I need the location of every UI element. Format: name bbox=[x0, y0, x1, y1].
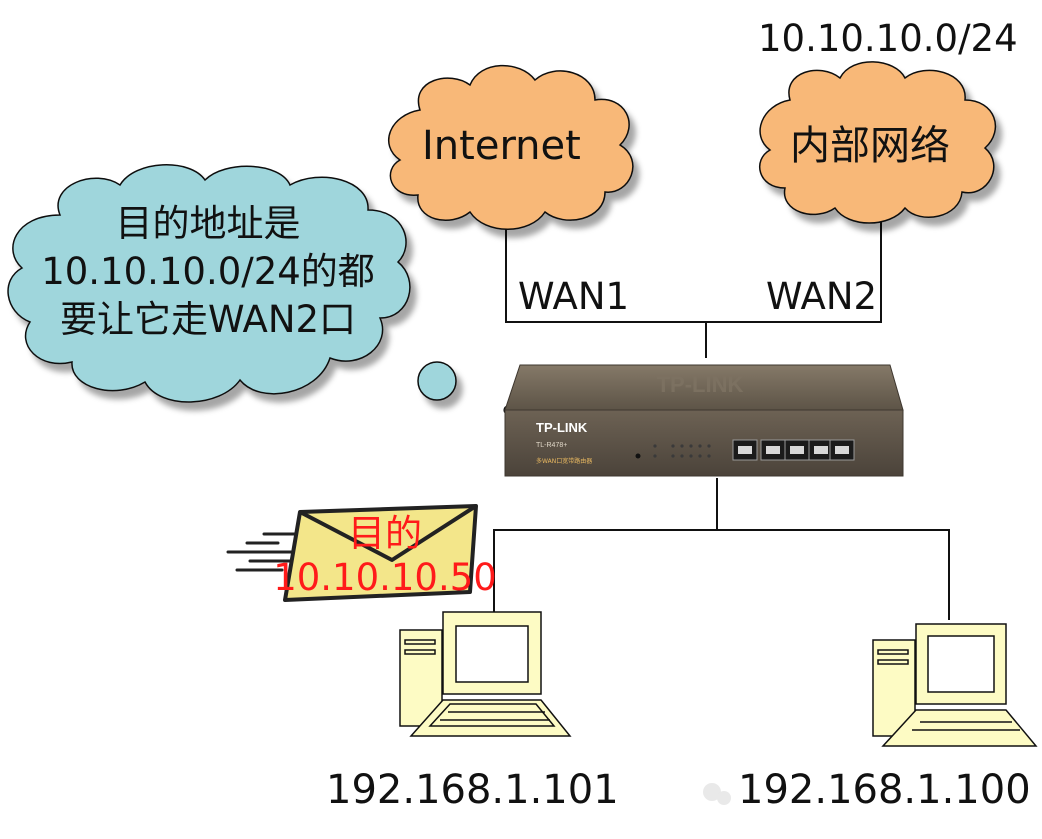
connection-lines bbox=[493, 222, 950, 620]
pc-right-ip-label: 192.168.1.100 bbox=[738, 767, 1031, 813]
lan-bus bbox=[493, 529, 950, 620]
router: TP-LINK TP-LINK TL-R478+ 多WAN口宽带路由器 bbox=[504, 364, 904, 477]
pc-left-ip-label: 192.168.1.101 bbox=[326, 767, 619, 813]
envelope-line: 10.10.10.50 bbox=[273, 556, 497, 599]
internet-cloud-label: Internet bbox=[422, 123, 581, 169]
thought-line: 10.10.10.0/24的都 bbox=[41, 250, 375, 293]
thought-bubble-text: 目的地址是 10.10.10.0/24的都 要让它走WAN2口 bbox=[18, 200, 398, 344]
internet-cloud bbox=[388, 64, 634, 230]
router-reset-button bbox=[635, 453, 641, 459]
envelope-flap bbox=[299, 504, 478, 562]
thought-bubble bbox=[7, 164, 513, 415]
wan2-link bbox=[706, 222, 882, 323]
wan1-link bbox=[505, 225, 706, 323]
router-model: TL-R478+ bbox=[536, 442, 567, 449]
envelope-line: 目的 bbox=[348, 512, 422, 555]
wan2-label: WAN2 bbox=[766, 275, 878, 318]
thought-line: 目的地址是 bbox=[115, 202, 301, 245]
intranet-subnet-label: 10.10.10.0/24 bbox=[758, 17, 1018, 60]
pc-left-icon bbox=[399, 611, 572, 737]
pc-right-icon bbox=[872, 623, 1038, 747]
thought-line: 要让它走WAN2口 bbox=[59, 298, 357, 341]
thought-dot-large bbox=[417, 361, 457, 401]
envelope-text: 目的 10.10.10.50 bbox=[270, 512, 500, 600]
router-top-logo: TP-LINK bbox=[657, 372, 744, 397]
router-subtitle: 多WAN口宽带路由器 bbox=[536, 457, 592, 465]
wan1-label: WAN1 bbox=[518, 275, 630, 318]
packet-envelope bbox=[226, 504, 478, 602]
router-front-logo: TP-LINK bbox=[536, 420, 588, 435]
watermark-icon bbox=[703, 783, 731, 805]
router-status-leds bbox=[653, 444, 711, 458]
speed-lines bbox=[226, 532, 302, 572]
intranet-cloud bbox=[759, 61, 996, 224]
intranet-cloud-label: 内部网络 bbox=[790, 123, 950, 169]
